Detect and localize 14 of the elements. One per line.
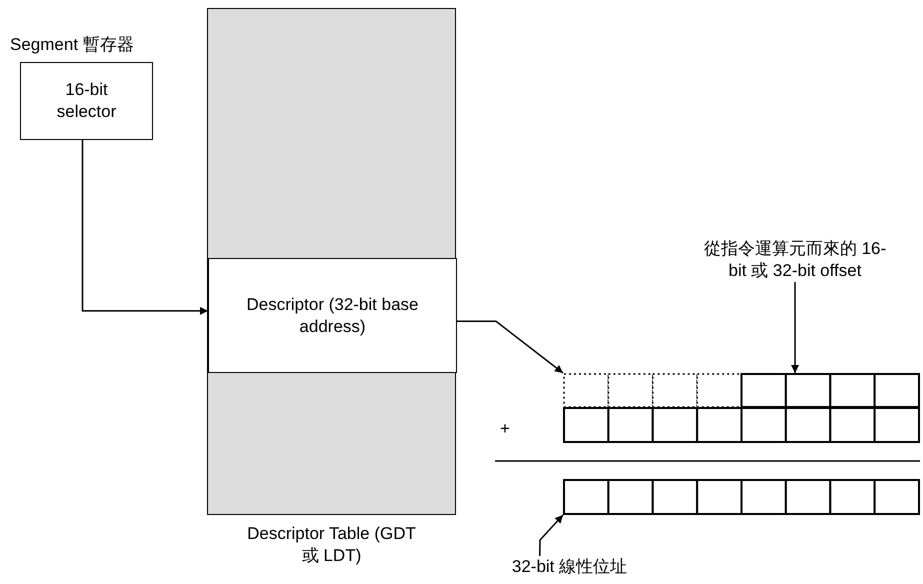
arrow bbox=[539, 514, 564, 556]
selector-box: 16-bit selector bbox=[20, 62, 153, 140]
descriptor-entry: Descriptor (32-bit base address) bbox=[208, 258, 457, 373]
arrow bbox=[791, 282, 800, 373]
plus-sign: + bbox=[500, 418, 510, 440]
text-label: 從指令運算元而來的 16-bit 或 32-bit offset bbox=[695, 238, 895, 282]
text-label: 32-bit 線性位址 bbox=[482, 556, 657, 578]
register-row bbox=[563, 407, 920, 443]
arrow bbox=[82, 140, 208, 315]
register-row bbox=[563, 479, 920, 515]
arrow bbox=[457, 320, 564, 374]
register-label: Segment 暫存器 bbox=[10, 34, 134, 56]
register-row bbox=[563, 373, 920, 408]
table-caption: Descriptor Table (GDT 或 LDT) bbox=[247, 523, 416, 567]
